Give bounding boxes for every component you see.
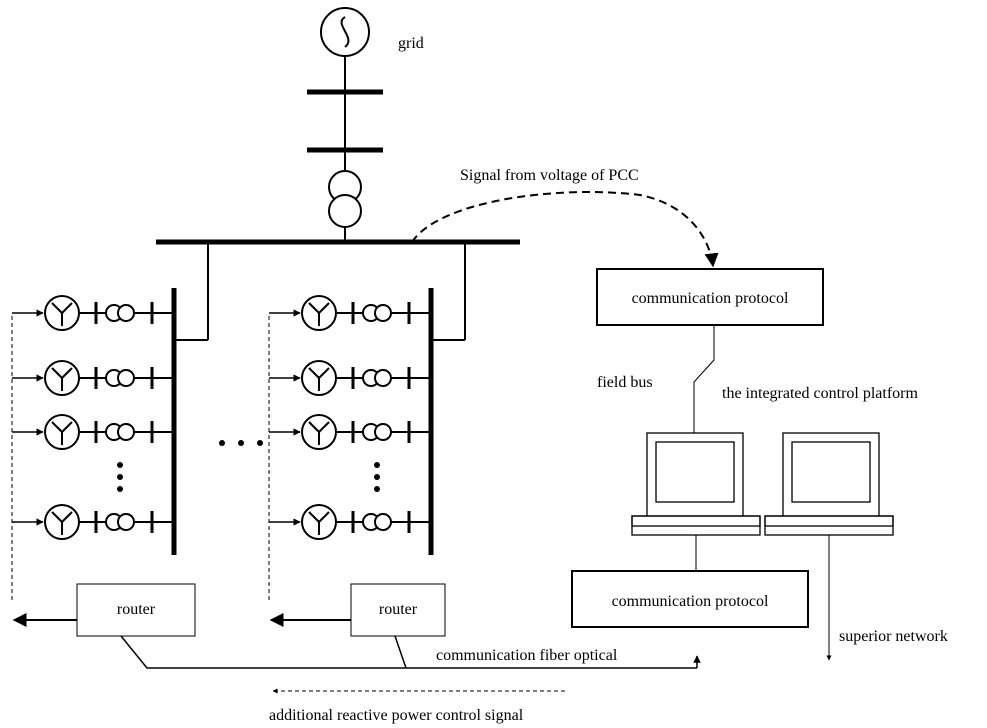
right-feeder	[268, 242, 466, 600]
field-bus-label: field bus	[597, 374, 653, 391]
pcc-signal-curve	[411, 191, 719, 268]
turbine-branch	[43, 503, 178, 541]
fiber-optical-line	[120, 635, 697, 669]
router-right-box	[350, 583, 446, 637]
router-left-box	[76, 583, 196, 637]
turbine-branch	[43, 294, 178, 332]
more-feeders-ellipsis	[219, 440, 263, 446]
comm-protocol-bottom-box	[571, 570, 809, 628]
comm-protocol-bottom-label: communication protocol	[612, 593, 769, 610]
comm-protocol-top-label: communication protocol	[632, 290, 789, 307]
fiber-label: communication fiber optical	[436, 647, 618, 664]
turbine-branch	[300, 413, 435, 451]
left-feeder	[11, 242, 209, 600]
turbine-branch	[300, 294, 435, 332]
control-computer-1	[631, 432, 761, 536]
turbine-branch	[43, 413, 178, 451]
platform-label: the integrated control platform	[722, 385, 918, 402]
grid-source	[320, 7, 370, 57]
turbine-branch	[43, 359, 178, 397]
comm-protocol-top-box	[596, 268, 824, 326]
field-bus-line	[693, 325, 715, 433]
superior-network-label: superior network	[839, 628, 948, 645]
turbine-branch	[300, 503, 435, 541]
router-left-label: router	[117, 601, 156, 618]
pcc-signal-label: Signal from voltage of PCC	[460, 167, 639, 184]
turbine-branch	[300, 359, 435, 397]
control-computer-2	[764, 432, 894, 536]
router-right-label: router	[379, 601, 418, 618]
reactive-signal-label: additional reactive power control signal	[269, 707, 524, 724]
main-transformer	[328, 170, 362, 228]
grid-label: grid	[398, 35, 424, 52]
